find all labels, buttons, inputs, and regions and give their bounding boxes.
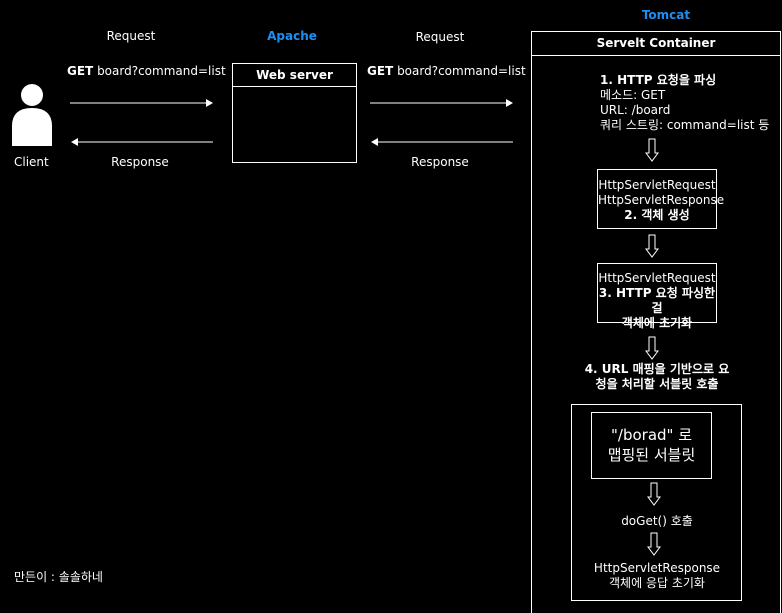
mapped-servlet-line1: "/borad" 로: [611, 426, 692, 444]
middle-get-keyword: GET: [367, 64, 394, 78]
middle-response-arrow: [371, 138, 513, 146]
step2-response: HttpServletResponse: [598, 193, 725, 207]
tomcat-title: Tomcat: [641, 8, 691, 22]
middle-get-request: GET board?command=list: [367, 64, 526, 79]
apache-title: Apache: [267, 29, 317, 43]
left-response-label: Response: [111, 155, 169, 169]
down-arrow-icon: [645, 336, 659, 360]
left-request-label: Request: [106, 29, 156, 43]
step3-box: HttpServletRequest 3. HTTP 요청 파싱한걸 객체에 초…: [597, 263, 717, 330]
web-server-label: Web server: [233, 64, 356, 87]
step1-block: 1. HTTP 요청을 파싱 메소드: GET URL: /board 쿼리 스…: [600, 73, 769, 133]
down-arrow-icon: [645, 138, 659, 162]
left-get-request: GET board?command=list: [67, 64, 226, 79]
response-init-block: HttpServletResponse 객체에 응답 초기화: [587, 561, 727, 591]
web-server-box: Web server: [232, 63, 357, 163]
step4-block: 4. URL 매핑을 기반으로 요 청을 처리할 서블릿 호출: [577, 362, 737, 392]
left-get-path: board?command=list: [97, 64, 226, 78]
down-arrow-icon: [647, 482, 661, 506]
servlet-outer-box: [571, 404, 742, 601]
middle-request-label: Request: [415, 30, 465, 44]
left-request-arrow: [70, 99, 213, 107]
servlet-container-label: Servelt Container: [532, 32, 780, 56]
step4-line1: 4. URL 매핑을 기반으로 요: [584, 362, 730, 376]
left-response-arrow: [71, 138, 213, 146]
step3-request: HttpServletRequest: [598, 271, 716, 285]
left-get-keyword: GET: [67, 64, 94, 78]
middle-request-arrow: [370, 99, 513, 107]
step1-query: 쿼리 스트링: command=list 등: [600, 118, 770, 132]
step1-method: 메소드: GET: [600, 88, 666, 102]
servlet-container-box: Servelt Container: [531, 31, 781, 613]
middle-response-label: Response: [411, 155, 469, 169]
mapped-servlet-box: "/borad" 로 맵핑된 서블릿: [591, 412, 712, 479]
mapped-servlet-line2: 맵핑된 서블릿: [607, 446, 696, 464]
step2-title: 2. 객체 생성: [624, 208, 690, 222]
response-init-line2: 객체에 응답 초기화: [609, 576, 705, 590]
client-person-icon: [12, 84, 52, 146]
author-credit: 만든이 : 솔솔하네: [14, 570, 103, 584]
step4-line2: 청을 처리할 서블릿 호출: [595, 377, 719, 391]
step1-url: URL: /board: [600, 103, 671, 117]
response-init-line1: HttpServletResponse: [593, 561, 721, 575]
down-arrow-icon: [645, 234, 659, 258]
step1-title: 1. HTTP 요청을 파싱: [600, 73, 717, 87]
step3-subtitle: 객체에 초기화: [621, 316, 693, 330]
client-label: Client: [14, 155, 49, 169]
doget-label: doGet() 호출: [621, 514, 693, 528]
step2-box: HttpServletRequest HttpServletResponse 2…: [597, 169, 725, 229]
step2-request: HttpServletRequest: [598, 178, 716, 192]
down-arrow-icon: [647, 532, 661, 556]
middle-get-path: board?command=list: [397, 64, 526, 78]
step3-title: 3. HTTP 요청 파싱한걸: [598, 286, 716, 315]
